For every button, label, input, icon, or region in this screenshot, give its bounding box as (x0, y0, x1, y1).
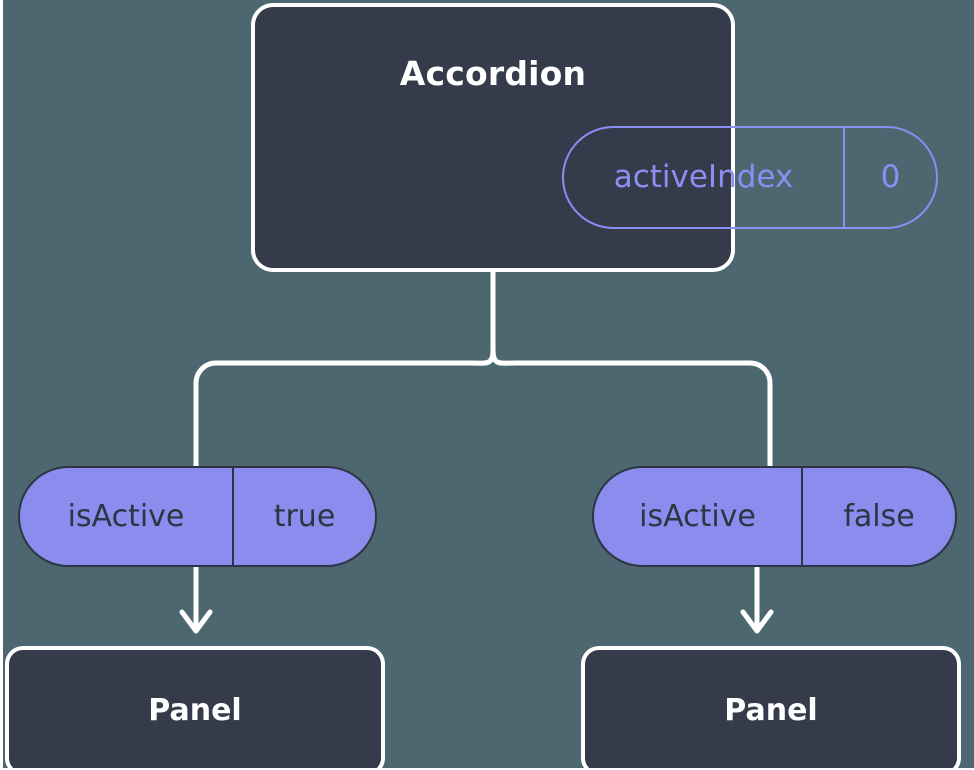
panel-node-left[interactable]: Panel (5, 646, 385, 770)
prop-badge-value: true (273, 498, 336, 534)
prop-badge-is-active-false[interactable]: isActive false (592, 466, 957, 567)
prop-badge-key: isActive (594, 468, 803, 565)
arrow-right-head (740, 609, 774, 634)
state-badge-value: 0 (880, 159, 901, 195)
state-badge-key: activeIndex (564, 128, 845, 227)
prop-badge-key: isActive (20, 468, 234, 565)
edge-fork-left (193, 347, 496, 470)
prop-badge-is-active-true[interactable]: isActive true (18, 466, 377, 567)
panel-title: Panel (724, 693, 818, 728)
edge-fork-right (490, 347, 773, 470)
accordion-title: Accordion (399, 54, 587, 93)
panel-node-right[interactable]: Panel (581, 646, 961, 770)
panel-title: Panel (148, 693, 242, 728)
state-badge-active-index[interactable]: activeIndex 0 (562, 126, 938, 229)
arrow-left-head (179, 609, 213, 634)
edge-fade-left (0, 0, 3, 770)
accordion-node[interactable]: Accordion activeIndex 0 (251, 3, 938, 272)
prop-badge-value: false (843, 498, 915, 534)
